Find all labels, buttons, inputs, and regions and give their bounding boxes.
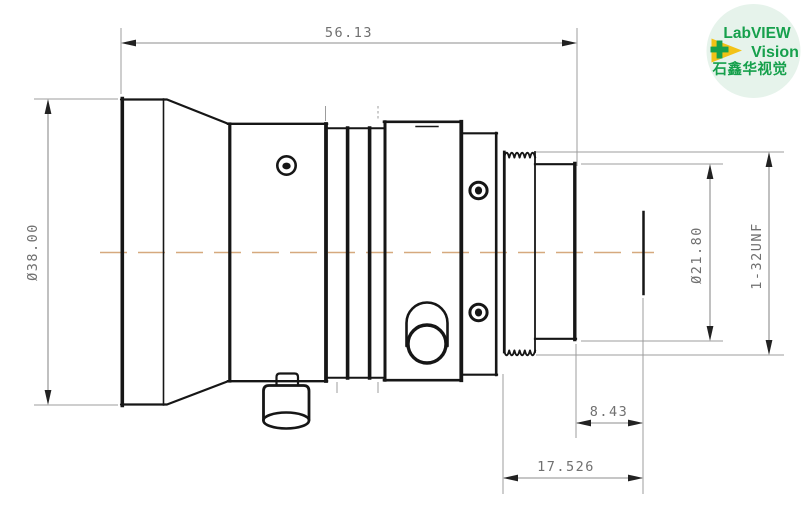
dimension-rear-protrusion: 8.43 xyxy=(575,298,644,494)
logo-plus-icon xyxy=(710,40,729,59)
dim-label-overall-length: 56.13 xyxy=(325,25,373,41)
logo-line3: 石鑫华视觉 xyxy=(712,60,788,78)
dimension-flange-focal-distance: 17.526 xyxy=(502,374,643,494)
hood-bottom-profile xyxy=(119,379,232,406)
arrow-down-icon xyxy=(706,326,714,341)
arrow-left-icon xyxy=(121,39,136,47)
lens-body-outline xyxy=(119,96,645,430)
logo-line2: Vision xyxy=(751,44,799,61)
arrow-right-icon xyxy=(562,39,577,47)
arrow-up-icon xyxy=(44,99,52,114)
set-screw-lower xyxy=(468,302,489,323)
dimension-rear-diameter: Ø21.80 xyxy=(581,163,723,342)
barrel-screw-hole xyxy=(275,155,297,177)
dim-label-mount-thread: 1-32UNF xyxy=(749,222,765,289)
arrow-left-icon xyxy=(576,419,591,427)
barrel-screw-hole-center xyxy=(282,162,291,170)
arrow-left-icon xyxy=(503,474,518,482)
logo-line1: LabVIEW xyxy=(723,25,791,42)
logo-circle-background xyxy=(706,4,801,98)
arrow-down-icon xyxy=(765,340,773,355)
dimension-overall-length: 56.13 xyxy=(120,25,578,166)
hood-top-profile xyxy=(119,98,232,126)
arrow-right-icon xyxy=(628,474,643,482)
dimension-front-diameter: Ø38.00 xyxy=(25,98,118,406)
dimension-mount-thread: 1-32UNF xyxy=(536,151,784,356)
dim-label-flange-focal-distance: 17.526 xyxy=(537,459,595,475)
knob-body xyxy=(262,384,311,422)
arrow-up-icon xyxy=(765,152,773,167)
thread-crests-top xyxy=(503,151,537,159)
thread-crests-bottom xyxy=(503,349,537,357)
set-screw-upper-center xyxy=(474,186,483,195)
thumbscrew-front-outline xyxy=(405,301,449,348)
dim-label-front-diameter: Ø38.00 xyxy=(25,223,41,281)
dim-label-rear-diameter: Ø21.80 xyxy=(689,226,705,284)
dim-label-rear-protrusion: 8.43 xyxy=(590,404,629,420)
set-screw-upper xyxy=(468,180,489,201)
vendor-logo: LabVIEW Vision 石鑫华视觉 xyxy=(706,4,801,98)
thumbscrew-front-circle xyxy=(406,323,448,365)
arrow-right-icon xyxy=(628,419,643,427)
arrow-up-icon xyxy=(706,164,714,179)
knob-bottom-rim xyxy=(262,411,311,430)
knob-neck xyxy=(275,372,300,387)
arrow-down-icon xyxy=(44,390,52,405)
set-screw-lower-center xyxy=(474,308,483,317)
